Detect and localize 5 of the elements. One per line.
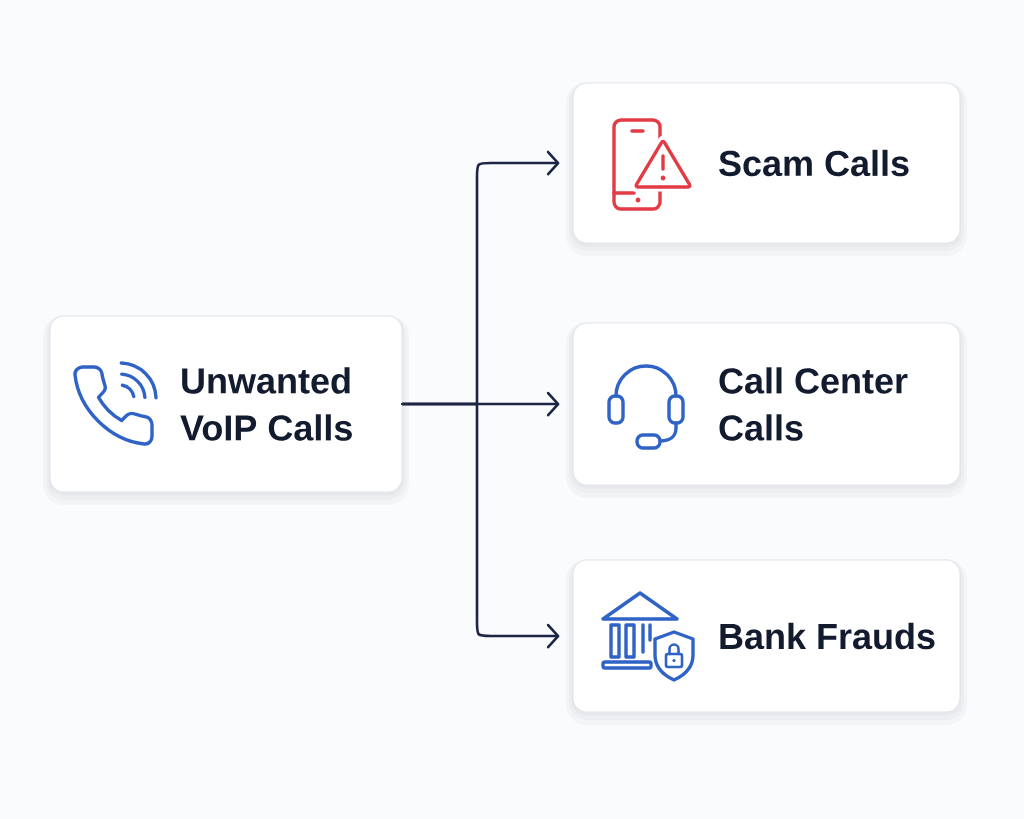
rounded-box: Bank Frauds [566,559,967,725]
arrow [401,402,560,649]
rounded-box: Scam Calls [566,82,967,256]
rounded-box: Call Center Calls [566,322,967,498]
rounded-box: Unwanted VoIP Calls [43,315,409,505]
